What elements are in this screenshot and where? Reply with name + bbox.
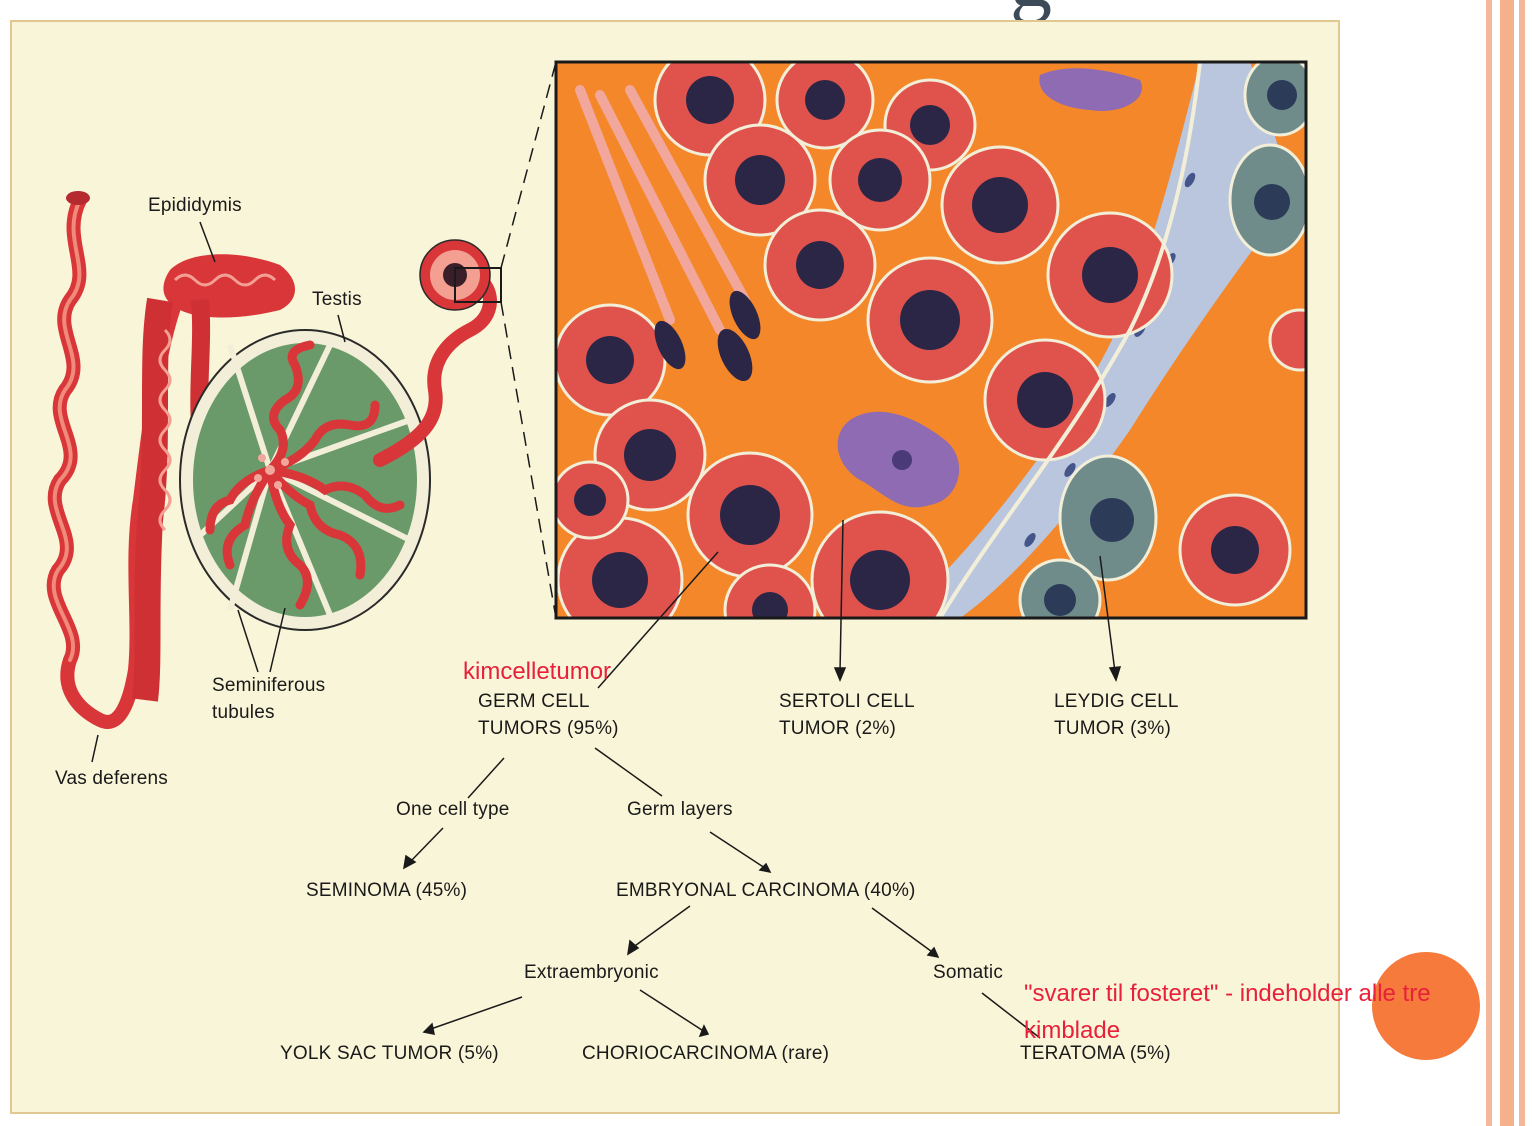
accent-circle	[1372, 952, 1480, 1060]
annotation-germ-cell: kimcelletumor	[463, 658, 612, 685]
decorative-stripe-middle	[1500, 0, 1514, 1126]
zoom-box	[454, 267, 502, 303]
node-sertoli-line1: SERTOLI CELL	[779, 691, 915, 712]
node-embryonal-carcinoma: EMBRYONAL CARCINOMA (40%)	[616, 880, 916, 901]
node-yolk-sac-tumor: YOLK SAC TUMOR (5%)	[280, 1043, 499, 1064]
node-germ-cell-line1: GERM CELL	[478, 691, 590, 712]
decorative-stripe-right	[1519, 0, 1525, 1126]
node-leydig-line2: TUMOR (3%)	[1054, 718, 1172, 739]
decorative-stripe-left	[1486, 0, 1492, 1126]
edge-label-somatic: Somatic	[933, 962, 1004, 983]
epididymis-mass	[132, 254, 295, 702]
label-testis: Testis	[312, 289, 362, 310]
node-choriocarcinoma: CHORIOCARCINOMA (rare)	[582, 1043, 830, 1064]
edge-label-one-cell-type: One cell type	[396, 799, 510, 820]
efferent-tube	[373, 278, 497, 467]
testis-body	[179, 329, 431, 631]
node-germ-cell-line2: TUMORS (95%)	[478, 718, 619, 739]
label-epididymis: Epididymis	[148, 195, 242, 216]
microscopic-inset	[556, 62, 1306, 618]
label-tubules: tubules	[212, 702, 275, 723]
annotation-teratoma-line2: kimblade	[1024, 1017, 1121, 1044]
label-seminiferous: Seminiferous	[212, 675, 326, 696]
node-sertoli-line2: TUMOR (2%)	[779, 718, 897, 739]
label-vas-deferens: Vas deferens	[55, 768, 168, 789]
node-teratoma: TERATOMA (5%)	[1020, 1043, 1171, 1064]
edge-label-germ-layers: Germ layers	[627, 799, 733, 820]
annotation-teratoma-line1: "svarer til fosteret" - indeholder alle …	[1024, 980, 1431, 1007]
node-leydig-line1: LEYDIG CELL	[1054, 691, 1179, 712]
edge-label-extraembryonic: Extraembryonic	[524, 962, 659, 983]
node-seminoma: SEMINOMA (45%)	[306, 880, 468, 901]
